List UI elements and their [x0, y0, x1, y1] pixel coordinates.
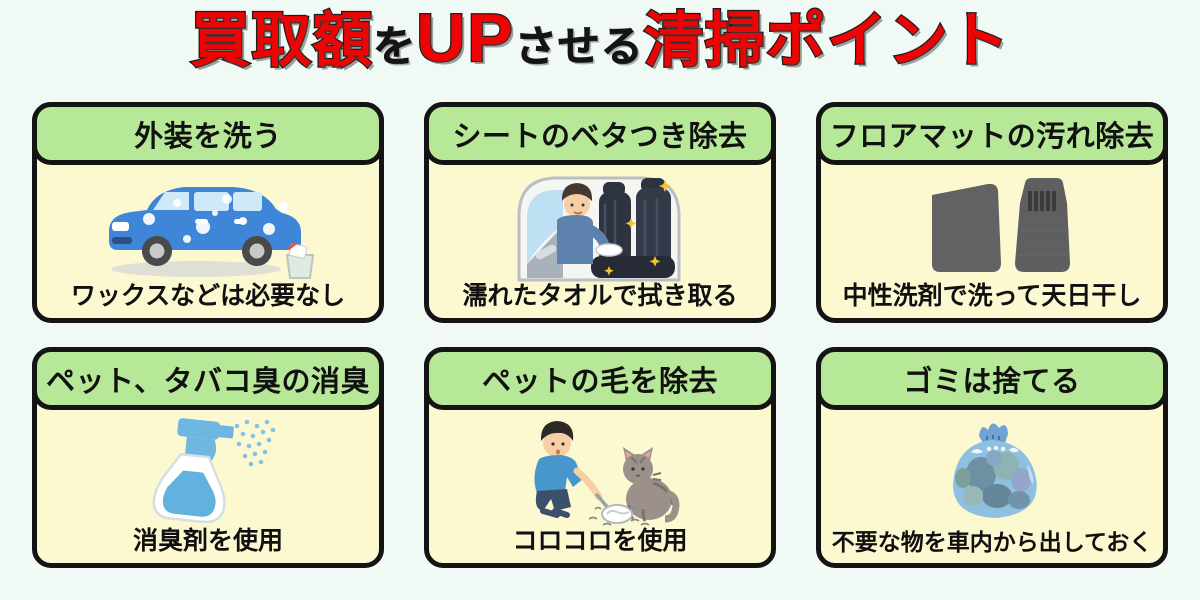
- card-header: シートのベタつき除去: [424, 102, 776, 165]
- card-grid: 外装を洗う: [32, 102, 1168, 568]
- title-segment: 買取額: [189, 7, 374, 74]
- card-caption: 中性洗剤で洗って天日干し: [842, 282, 1142, 310]
- spray-mist-icon: [234, 419, 276, 467]
- card-body: 濡れたタオルで拭き取る: [429, 165, 771, 318]
- card-caption: ワックスなどは必要なし: [70, 282, 346, 310]
- seat-wiping-illustration: [433, 167, 767, 283]
- boy-and-cat-icon: [533, 420, 679, 526]
- page-title: 買取額 を UP させる 清掃ポイント: [0, 0, 1200, 98]
- title-segment: 清掃ポイント: [643, 7, 1011, 74]
- cat-icon: [622, 446, 679, 523]
- card-wash-exterior: 外装を洗う: [32, 102, 384, 323]
- bucket-icon: [285, 241, 314, 279]
- card-body: 中性洗剤で洗って天日干し: [821, 165, 1163, 318]
- card-body: ワックスなどは必要なし: [37, 165, 379, 318]
- card-deodorize: ペット、タバコ臭の消臭: [32, 347, 384, 568]
- floor-mat-icon: [932, 177, 1070, 272]
- boy-icon: [533, 420, 602, 518]
- car-washing-illustration: [41, 167, 375, 283]
- card-trash: ゴミは捨てる: [816, 347, 1168, 568]
- spray-bottle-icon: [152, 417, 276, 523]
- card-caption: 消臭剤を使用: [132, 527, 283, 555]
- card-body: 消臭剤を使用: [37, 410, 379, 563]
- title-segment: UP: [415, 0, 515, 76]
- card-header: ペット、タバコ臭の消臭: [32, 347, 384, 410]
- card-caption: コロコロを使用: [512, 527, 688, 555]
- card-caption: 濡れたタオルで拭き取る: [462, 282, 738, 310]
- lint-roller-cat-illustration: [433, 412, 767, 528]
- card-header: 外装を洗う: [32, 102, 384, 165]
- card-body: コロコロを使用: [429, 410, 771, 563]
- title-segment: を: [373, 23, 417, 70]
- card-header: フロアマットの汚れ除去: [816, 102, 1168, 165]
- trash-bag-icon: [953, 423, 1037, 518]
- hair-tufts-icon: [588, 506, 649, 526]
- spray-bottle-illustration: [41, 412, 375, 528]
- card-pet-hair: ペットの毛を除去: [424, 347, 776, 568]
- title-segment: させる: [514, 23, 644, 70]
- card-header: ペットの毛を除去: [424, 347, 776, 410]
- card-caption: 不要な物を車内から出しておく: [831, 529, 1153, 555]
- seat-cleaning-icon: [517, 176, 681, 282]
- trash-bag-illustration: [825, 412, 1159, 530]
- sparkle-icon: [604, 179, 671, 276]
- person-icon: [557, 182, 623, 264]
- card-header: ゴミは捨てる: [816, 347, 1168, 410]
- floor-mats-illustration: [825, 167, 1159, 283]
- card-floor-mats: フロアマットの汚れ除去 中性洗剤で洗って天日干し: [816, 102, 1168, 323]
- card-body: 不要な物を車内から出しておく: [821, 410, 1163, 563]
- lint-roller-icon: [594, 493, 633, 524]
- blue-car-icon: [108, 186, 314, 279]
- card-seat-stickiness: シートのベタつき除去: [424, 102, 776, 323]
